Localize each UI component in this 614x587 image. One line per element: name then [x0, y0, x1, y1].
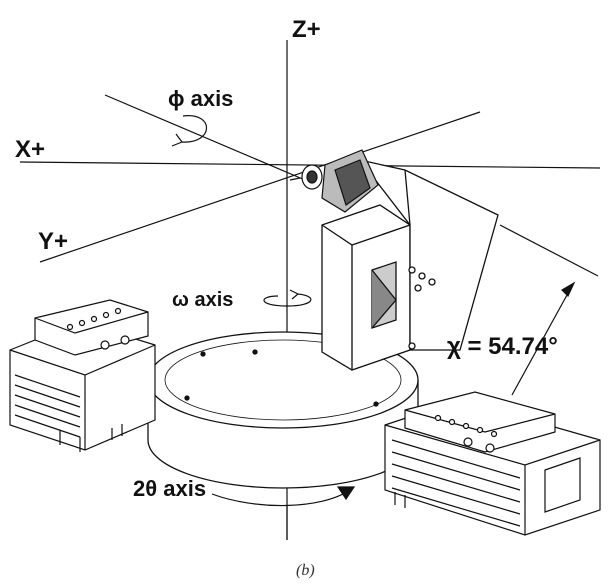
two-theta-axis-label: 2θ axis — [133, 476, 207, 501]
phi-axis-line — [104, 94, 306, 181]
left-slide-stage — [9, 299, 156, 452]
figure-caption: (b) — [296, 562, 315, 579]
y-axis-line — [39, 111, 481, 263]
chi-angle-label: χ = 54.74° — [447, 333, 558, 360]
two-theta-arc — [211, 489, 351, 507]
phi-rotation-arrow — [181, 115, 208, 143]
phi-goniometer-head — [289, 149, 379, 213]
chi-dimension-line — [499, 224, 599, 277]
right-slide-stage — [384, 391, 601, 536]
omega-axis-label: ω axis — [172, 289, 234, 311]
chi-arc-plate — [358, 158, 499, 351]
chi-arm-column — [321, 204, 411, 371]
y-axis-label: Y+ — [38, 228, 69, 255]
phi-axis-label: ϕ axis — [168, 86, 234, 111]
z-axis-label: Z+ — [292, 16, 321, 43]
x-axis-label: X+ — [15, 136, 46, 163]
omega-rotation-arrow — [263, 293, 312, 307]
